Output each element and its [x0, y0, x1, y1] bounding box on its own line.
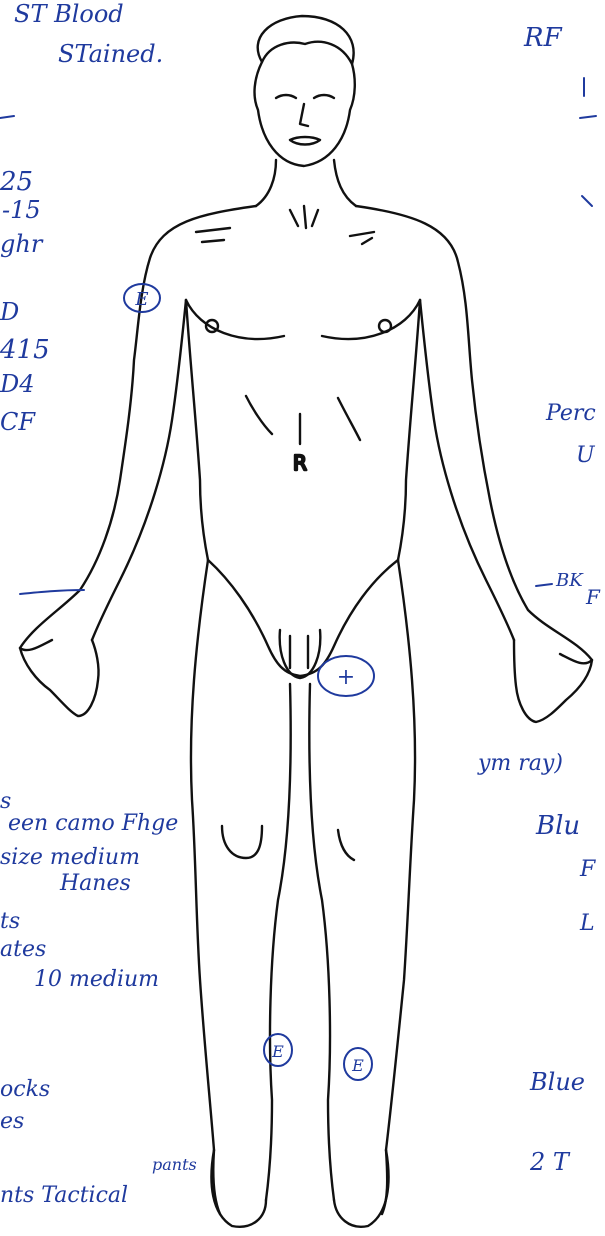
- right-note: L: [579, 911, 595, 936]
- right-note: RF: [523, 23, 563, 53]
- left-note: 10 medium: [34, 967, 159, 992]
- eye-right: [314, 95, 334, 98]
- groin-line: [208, 560, 398, 676]
- right-knee: [338, 830, 354, 860]
- pectoral-left: [186, 300, 284, 339]
- right-leg-inner: [309, 684, 334, 1200]
- left-note: STained.: [58, 40, 163, 68]
- right-foot: [334, 1150, 389, 1227]
- right-leg-outer: [382, 560, 415, 1214]
- right-hand: [514, 640, 592, 722]
- left-knee: [222, 826, 262, 858]
- circle-mark-label: E: [134, 289, 148, 310]
- right-note: F: [579, 857, 596, 882]
- ink-stroke: [582, 196, 592, 206]
- left-note: ates: [0, 937, 46, 962]
- torso-right: [356, 206, 592, 663]
- pectoral-right: [322, 300, 420, 339]
- nose: [300, 104, 308, 126]
- abdomen-right: [338, 398, 360, 440]
- left-note: ghr: [0, 230, 44, 258]
- waist-right: [398, 300, 420, 560]
- abdomen-left: [246, 396, 272, 434]
- left-note: size medium: [0, 845, 140, 870]
- body-mark-label: R: [293, 451, 307, 475]
- circle-mark: +: [318, 656, 374, 696]
- nipple-right: [379, 320, 391, 332]
- right-note: 2 T: [529, 1148, 571, 1176]
- circle-mark: E: [344, 1048, 372, 1080]
- torso-left: [20, 206, 256, 650]
- left-note: D4: [0, 370, 35, 398]
- circle-mark-label: +: [337, 665, 355, 690]
- clavicle-right: [350, 232, 374, 244]
- left-note: een camo Fhge: [8, 811, 178, 836]
- left-note: nts Tactical: [0, 1183, 128, 1208]
- circle-mark: E: [124, 284, 160, 312]
- neck-left: [256, 160, 276, 206]
- left-notes: ST Blood STained. 25 -15 ghr D 415 D4 CF…: [0, 0, 197, 1208]
- eye-left: [276, 95, 296, 98]
- sternal-notch: [290, 206, 318, 228]
- mouth: [290, 137, 320, 145]
- neck-right: [334, 160, 356, 206]
- left-note: D: [0, 298, 19, 326]
- left-note: Hanes: [59, 871, 131, 896]
- hair-line: [262, 42, 352, 64]
- circle-mark: E: [264, 1034, 292, 1066]
- left-inner-arm: [92, 300, 186, 640]
- ink-stroke: [536, 584, 552, 586]
- right-note: Perc: [545, 401, 596, 426]
- ink-stroke: [580, 78, 596, 118]
- right-note: Blu: [535, 811, 580, 841]
- left-note: ts: [0, 909, 20, 934]
- left-note: -15: [2, 196, 41, 224]
- left-leg-inner: [266, 684, 291, 1200]
- right-note: ym ray): [477, 751, 563, 776]
- left-note: ocks: [0, 1077, 50, 1102]
- left-note: 415: [0, 335, 50, 365]
- right-note: U: [576, 443, 596, 468]
- right-note: BK: [555, 570, 584, 591]
- ink-stroke: [0, 116, 14, 118]
- body-outline: R: [20, 16, 592, 1227]
- circle-mark-label: E: [271, 1042, 284, 1061]
- left-leg-outer: [191, 560, 220, 1214]
- circle-mark-label: E: [351, 1056, 364, 1075]
- left-hand: [20, 640, 99, 716]
- left-note: 25: [0, 167, 33, 197]
- ink-stroke: [20, 590, 84, 594]
- left-note: pants: [152, 1155, 197, 1174]
- clavicle-left: [196, 228, 230, 242]
- waist-left: [186, 300, 208, 560]
- right-note: Blue: [529, 1068, 585, 1096]
- ink-strokes: [0, 78, 596, 594]
- left-foot: [211, 1150, 266, 1227]
- left-note: ST Blood: [14, 0, 124, 28]
- left-note: es: [0, 1109, 24, 1134]
- left-note: CF: [0, 408, 36, 436]
- right-note: F: [585, 585, 601, 609]
- right-inner-arm: [420, 300, 514, 640]
